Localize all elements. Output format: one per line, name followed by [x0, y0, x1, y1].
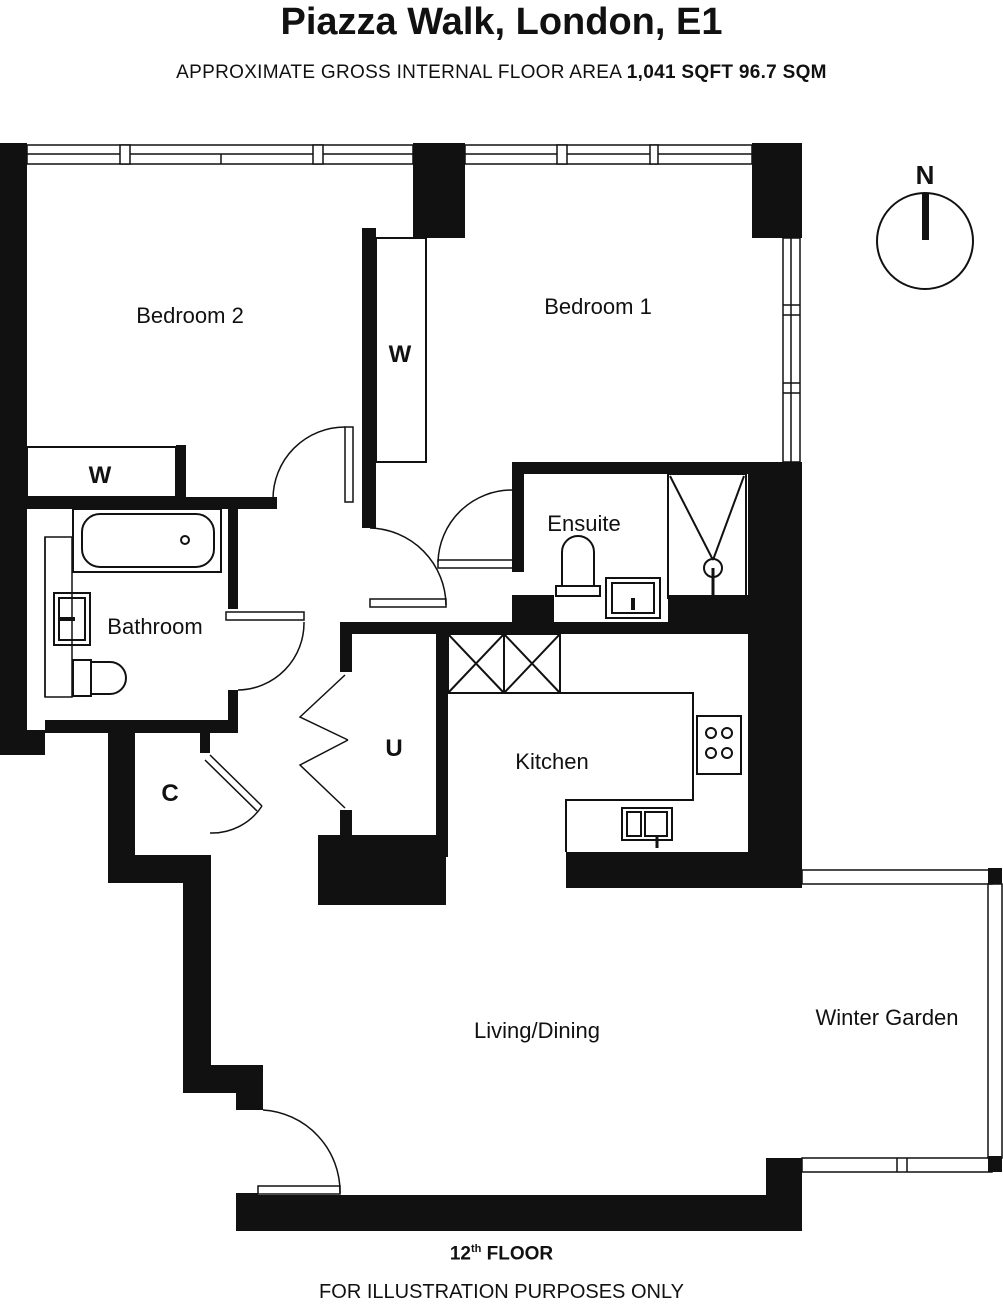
label-kitchen: Kitchen — [515, 749, 588, 774]
label-bedroom-2: Bedroom 2 — [136, 303, 244, 328]
floor-word: FLOOR — [486, 1243, 554, 1265]
winter-garden-corners — [988, 868, 1002, 1172]
window-glazing — [26, 144, 1003, 1173]
label-bathroom: Bathroom — [107, 614, 202, 639]
floor-number: 12 — [449, 1243, 471, 1265]
floor-area-prefix: APPROXIMATE GROSS INTERNAL FLOOR AREA — [176, 62, 622, 83]
label-winter-garden: Winter Garden — [815, 1005, 958, 1030]
compass-north-label: N — [916, 160, 935, 190]
kitchen-fixtures — [447, 633, 742, 852]
bathroom-fixtures — [53, 508, 222, 697]
floor-area-line: APPROXIMATE GROSS INTERNAL FLOOR AREA 1,… — [0, 62, 1003, 84]
label-bedroom-1: Bedroom 1 — [544, 294, 652, 319]
plan-title: Piazza Walk, London, E1 — [280, 1, 723, 43]
label-utility: U — [385, 735, 402, 762]
label-cupboard: C — [161, 780, 178, 807]
room-labels: Bedroom 2 Bedroom 1 W W Ensuite Bathroom… — [89, 294, 959, 1043]
walls — [0, 143, 802, 1231]
floor-area-value: 1,041 SQFT 96.7 SQM — [626, 62, 827, 83]
label-wardrobe-bedroom-2: W — [89, 462, 112, 489]
floor-number-suffix: th — [470, 1243, 482, 1255]
label-living-dining: Living/Dining — [474, 1018, 600, 1043]
floor-level-label: 12th FLOOR — [0, 1243, 1003, 1265]
compass: N — [876, 160, 974, 290]
label-wardrobe-bedroom-1: W — [389, 341, 412, 368]
doors — [204, 426, 515, 1195]
label-ensuite: Ensuite — [547, 511, 620, 536]
ensuite-fixtures — [555, 473, 747, 619]
wardrobes — [26, 237, 427, 498]
disclaimer: FOR ILLUSTRATION PURPOSES ONLY — [319, 1281, 684, 1303]
